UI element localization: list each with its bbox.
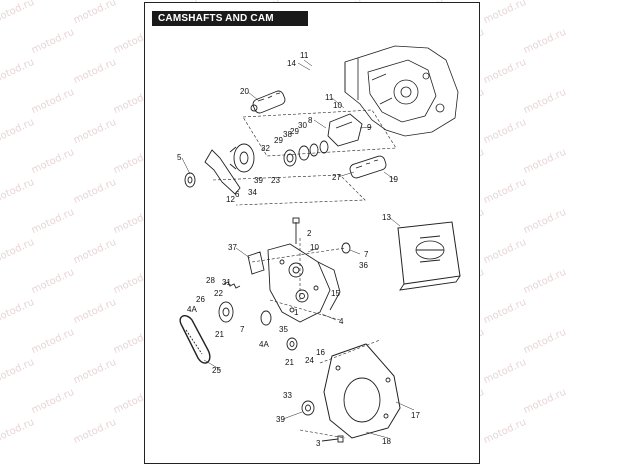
- callout-11: 11: [300, 51, 309, 60]
- service-manual-book: [397, 221, 461, 291]
- chain-tensioner: [204, 149, 241, 195]
- callout-4: 4: [339, 317, 344, 326]
- callout-8: 8: [308, 116, 313, 125]
- bolt-2: [292, 217, 300, 244]
- callout-14: 14: [287, 59, 296, 68]
- cam-support-block: [327, 113, 363, 147]
- callout-1: 1: [294, 308, 299, 317]
- gear-35: [260, 310, 272, 326]
- bearing-36: [341, 242, 351, 254]
- bearing-rings: [283, 140, 329, 167]
- callout-9: 9: [367, 123, 372, 132]
- callout-26: 26: [196, 295, 205, 304]
- callout-12: 12: [226, 195, 235, 204]
- callout-7: 7: [364, 250, 369, 259]
- spring-31: [223, 281, 241, 289]
- callout-17: 17: [411, 411, 420, 420]
- cover-plug: [301, 400, 315, 416]
- callout-3: 3: [316, 439, 321, 448]
- callout-31: 31: [222, 278, 231, 287]
- callout-39: 39: [254, 176, 263, 185]
- callout-38: 38: [283, 130, 292, 139]
- callout-13: 13: [382, 213, 391, 222]
- screw-3: [321, 435, 344, 443]
- callout-18: 18: [382, 437, 391, 446]
- callout-11: 11: [325, 93, 334, 102]
- rear-camshaft: [349, 155, 387, 179]
- cam-support-plate: [267, 243, 341, 323]
- callout-37: 37: [228, 243, 237, 252]
- leader-lines: [181, 59, 415, 439]
- callout-36: 36: [359, 261, 368, 270]
- callout-20: 20: [240, 87, 249, 96]
- callout-7: 7: [240, 325, 245, 334]
- callout-30: 30: [298, 121, 307, 130]
- callout-34: 34: [248, 188, 257, 197]
- callout-25: 25: [212, 366, 221, 375]
- diagram-frame: [144, 2, 480, 464]
- front-camshaft: [250, 90, 286, 114]
- callout-10: 10: [310, 243, 319, 252]
- gear-24: [286, 337, 298, 351]
- crankcase: [344, 45, 459, 137]
- callout-21: 21: [285, 358, 294, 367]
- callout-21: 21: [215, 330, 224, 339]
- cam-cover: [323, 343, 401, 439]
- callout-15: 15: [331, 289, 340, 298]
- callout-4A: 4A: [187, 305, 197, 314]
- callout-32: 32: [261, 144, 270, 153]
- callout-2: 2: [307, 229, 312, 238]
- callout-24: 24: [305, 356, 314, 365]
- callout-22: 22: [214, 289, 223, 298]
- bracket-37: [247, 251, 265, 275]
- cam-chain: [179, 315, 211, 364]
- washer-5: [184, 172, 196, 188]
- callout-35: 35: [279, 325, 288, 334]
- callout-27: 27: [332, 173, 341, 182]
- callout-6: 6: [235, 190, 240, 199]
- callout-10: 10: [333, 101, 342, 110]
- callout-4A: 4A: [259, 340, 269, 349]
- callout-33: 33: [283, 391, 292, 400]
- callout-23: 23: [271, 176, 280, 185]
- callout-19: 19: [389, 175, 398, 184]
- callout-16: 16: [316, 348, 325, 357]
- callout-39: 39: [276, 415, 285, 424]
- callout-5: 5: [177, 153, 182, 162]
- callout-29: 29: [274, 136, 283, 145]
- cam-sprocket: [229, 143, 255, 173]
- callout-28: 28: [206, 276, 215, 285]
- callout-29: 29: [290, 127, 299, 136]
- page-title: CAMSHAFTS AND CAM COVER: [152, 11, 308, 39]
- crank-sprocket: [218, 301, 234, 323]
